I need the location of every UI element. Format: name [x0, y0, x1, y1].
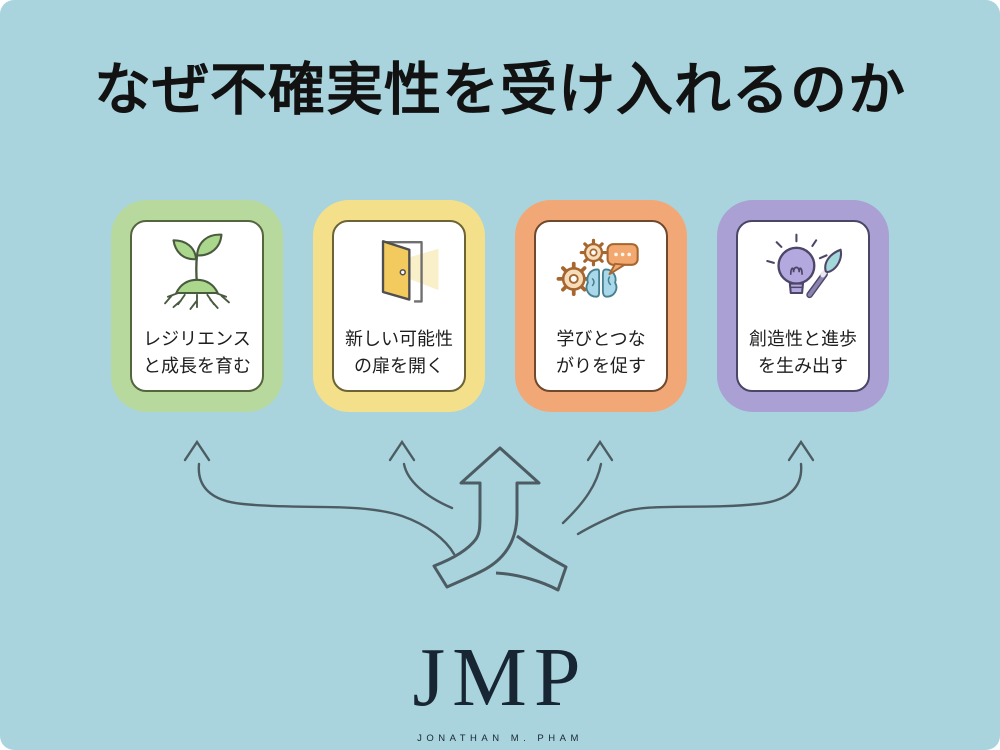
- arrowhead-left-inner: [388, 439, 416, 462]
- curve-left-inner: [402, 462, 454, 510]
- logo-name: JONATHAN M. PHAM: [410, 672, 590, 750]
- central-up-arrow: [432, 446, 541, 589]
- page-title: なぜ不確実性を受け入れるのか: [94, 58, 906, 122]
- card-learning-inner: 学びとつな がりを促す: [534, 220, 668, 392]
- card-resilience: レジリエンス と成長を育む: [111, 200, 283, 412]
- card-creativity: 創造性と進歩 を生み出す: [717, 200, 889, 412]
- card-possibilities-label-line2: の扉を開く: [354, 356, 444, 376]
- card-creativity-label-line1: 創造性と進歩: [749, 329, 857, 349]
- arrowhead-left-outer: [183, 439, 211, 462]
- branching-arrows-diagram: [183, 439, 815, 592]
- sprout-icon: [149, 229, 245, 325]
- footer-logo: JMP JONATHAN M. PHAM: [0, 636, 1000, 747]
- card-learning-label-line2: がりを促す: [556, 356, 646, 376]
- card-creativity-inner: 創造性と進歩 を生み出す: [736, 220, 870, 392]
- card-resilience-inner: レジリエンス と成長を育む: [130, 220, 264, 392]
- card-possibilities: 新しい可能性 の扉を開く: [313, 200, 485, 412]
- arrowhead-right-inner: [586, 439, 614, 462]
- card-creativity-label-line2: を生み出す: [758, 356, 848, 376]
- gears-brain-chat-icon: [553, 229, 649, 325]
- open-door-icon: [351, 229, 447, 325]
- card-resilience-label-line1: レジリエンス: [143, 329, 251, 349]
- ribbon-right-tail: [495, 534, 568, 592]
- card-possibilities-inner: 新しい可能性 の扉を開く: [332, 220, 466, 392]
- logo-monogram: JMP JONATHAN M. PHAM: [410, 636, 590, 747]
- lightbulb-paintbrush-icon: [755, 229, 851, 325]
- benefit-cards-row: レジリエンス と成長を育む 新しい可能性 の扉を開く: [0, 200, 1000, 412]
- card-learning: 学びとつな がりを促す: [515, 200, 687, 412]
- card-possibilities-label-line1: 新しい可能性: [345, 329, 453, 349]
- curve-left-outer: [197, 462, 456, 556]
- card-learning-label-line1: 学びとつな: [556, 329, 646, 349]
- curve-right-inner: [561, 462, 603, 525]
- card-resilience-label-line2: と成長を育む: [143, 356, 251, 376]
- arrowhead-right-outer: [787, 439, 815, 462]
- curve-right-outer: [576, 462, 803, 536]
